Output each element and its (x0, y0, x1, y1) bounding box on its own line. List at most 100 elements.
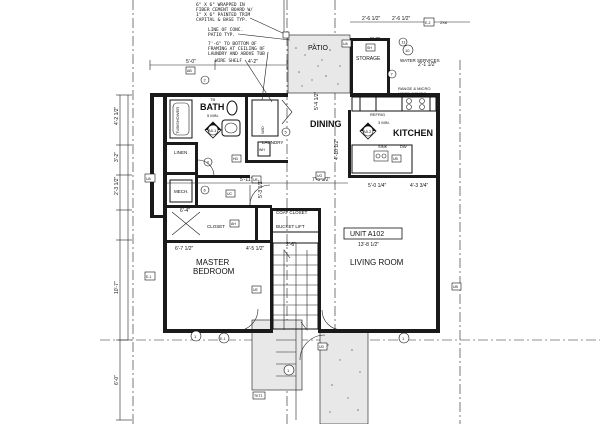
unit-label: UNIT A102 (350, 231, 384, 238)
dim-top-4: 2'-6 1/2" (392, 16, 411, 22)
dim-int-7: 6'-4" (180, 208, 190, 214)
e1-tag-bottom: E-1 (220, 337, 226, 341)
note-1: 6" X 6" WRAPPED IN (196, 2, 245, 8)
ah-tag: AH (231, 222, 236, 226)
patio-bottom (251, 319, 369, 424)
section-tag-a52: A5.2 (363, 129, 372, 134)
ab-tag: AB (187, 69, 192, 73)
note-10: WIRE SHELF (215, 58, 242, 64)
dim-left-1: 4'-2 1/2" (114, 106, 120, 125)
coat-closet-label: COAT CLOSET (276, 210, 308, 215)
dim-left-4: 10'-7" (114, 281, 120, 294)
water-services-label: WATER SERVICES (400, 58, 440, 63)
sh-tag: SH (367, 46, 372, 50)
main-rooms: MASTER BEDROOM LIVING ROOM UNIT A102 13'… (144, 173, 462, 294)
ub-tag-living: UB (453, 285, 459, 289)
callout-notes: 6" X 6" WRAPPED IN FIBER CEMENT BOARD W/… (196, 0, 291, 103)
tb-label: TB (210, 97, 215, 102)
linen-label: LINEN (174, 150, 187, 155)
tag-5: 5 (285, 130, 288, 135)
ue-tag-bed: UE (253, 288, 259, 292)
dim-unit: 13'-8 1/2" (358, 242, 379, 248)
dim-top-1: 5'-0" (186, 59, 196, 65)
tag-1-living: 1 (402, 336, 405, 341)
misc-tags: E-1 1 1 1 UD TKT1 UA 2 AB UG AH 11 (185, 37, 410, 400)
ug-tag: UG (317, 174, 323, 178)
kitchen-label: KITCHEN (393, 128, 433, 138)
ub-tag-kitchen: UB (393, 157, 399, 161)
dim-left-2: 3'-2" (114, 152, 120, 162)
note-2: FIBER CEMENT BOARD W/ (196, 7, 253, 13)
closet-label: CLOSET (207, 224, 225, 229)
living-room-label: LIVING ROOM (350, 258, 404, 267)
bath-fixtures: TUB/SHOWER BATH 5 MIN. TB A5.1 HD (169, 97, 242, 163)
patio-label: PATIO (308, 45, 329, 52)
wh-tag: WH (259, 148, 265, 152)
laundry-area: W/D WH LAUNDRY 5 (251, 99, 293, 157)
note-3: 1" X 6" PAINTED TRIM (196, 12, 250, 18)
kitchen-min-label: 3 MIN. (378, 120, 390, 125)
dim-int-6: 2'-6" (286, 242, 296, 248)
dim-kitchen-2: 4'-3 3/4" (410, 183, 429, 189)
left-dimensions: 4'-2 1/2" 3'-2" 2'-3 1/2" 10'-7" 6'-0" (114, 94, 132, 421)
tag-10: 10 (405, 48, 410, 53)
dim-bed-1: 4'-5 1/2" (246, 246, 265, 252)
master-label-1: MASTER (196, 258, 230, 267)
ud-tag: UD (319, 345, 325, 349)
tag-1-bed: 1 (194, 334, 197, 339)
dim-top-6: 2'-1 1/2" (418, 62, 437, 68)
range-label-2: HOOD COMBO (398, 91, 426, 96)
walls (150, 38, 440, 333)
tag-3: 3 (207, 160, 210, 165)
tag-11: 11 (402, 40, 407, 45)
dim-bed-2: 6'-7 1/2" (175, 246, 194, 252)
e2-tag: E-2 (425, 21, 431, 25)
dw-label: DW (400, 144, 407, 149)
bath-min-label: 5 MIN. (207, 113, 219, 118)
hd-tag-box (231, 154, 242, 163)
refrig-label: REFRIG (370, 112, 385, 117)
laundry-label: LAUNDRY (262, 140, 283, 145)
note-4: CAPITAL & BASE TYP. (196, 17, 247, 23)
storage-area: STORAGE SH WATER SERVICES 10 7 E-2 2X6 (356, 17, 448, 79)
dim-top-3: 2'-6 1/2" (362, 16, 381, 22)
tag-1-stair: 1 (287, 368, 290, 373)
dim-int-1: 5'-11" (240, 177, 253, 183)
stair (272, 242, 319, 420)
tag-7: 7 (391, 72, 394, 77)
dining-label: DINING (310, 119, 342, 129)
tub-shower-label: TUB/SHOWER (175, 107, 180, 134)
note-8: FRAMING AT CEILING OF (208, 46, 265, 52)
tag-2: 2 (204, 78, 207, 83)
interior-dimensions: 5'-11" 7'-3 1/2" 4'-10 1/2" 5'-4 1/2" 5'… (167, 91, 348, 248)
dim-int-5: 5'-3 1/2" (258, 179, 264, 198)
note-9: LAUNDRY AND ABOVE TUB (208, 51, 265, 57)
dim-int-2: 7'-3 1/2" (312, 177, 331, 183)
dim-int-4: 5'-4 1/2" (314, 91, 320, 110)
tag-6: 6 (204, 188, 207, 193)
uc-tag: UC (227, 192, 233, 196)
storage-label: STORAGE (356, 56, 381, 62)
ue-tag-hall: UE (253, 178, 259, 182)
ua-tag-patio: UA (343, 42, 349, 46)
dim-int-3: 4'-10 1/2" (334, 139, 340, 160)
dim-top-2: 4'-2" (248, 59, 258, 65)
kitchen-area: DINING REFRIG RANGE & MICRO HOOD COMBO K… (310, 86, 437, 189)
note-5: LINE OF CONC. (208, 27, 243, 33)
tkt1-tag: TKT1 (254, 394, 263, 398)
note-7: 7'-6" TO BOTTOM OF (208, 41, 257, 47)
e1-tag-left: E-1 (146, 275, 152, 279)
grid-lines (100, 0, 600, 424)
bath-label: BATH (200, 102, 224, 112)
bucket-lift-label: BUCKET LIFT (276, 224, 305, 229)
sink-label: SINK (378, 144, 388, 149)
note-6: PATIO TYP. (208, 32, 235, 38)
hd-tag: HD (233, 157, 239, 161)
master-label-2: BEDROOM (193, 267, 235, 276)
dim-left-3: 2'-3 1/2" (114, 176, 120, 195)
mech-label: MECH. (174, 189, 189, 194)
small-rooms: LINEN MECH. CLOSET COAT CLOSET BUCKET LI… (169, 150, 318, 236)
patio-top: PATIO (287, 34, 351, 94)
dim-kitchen-1: 5'-0 1/4" (368, 183, 387, 189)
